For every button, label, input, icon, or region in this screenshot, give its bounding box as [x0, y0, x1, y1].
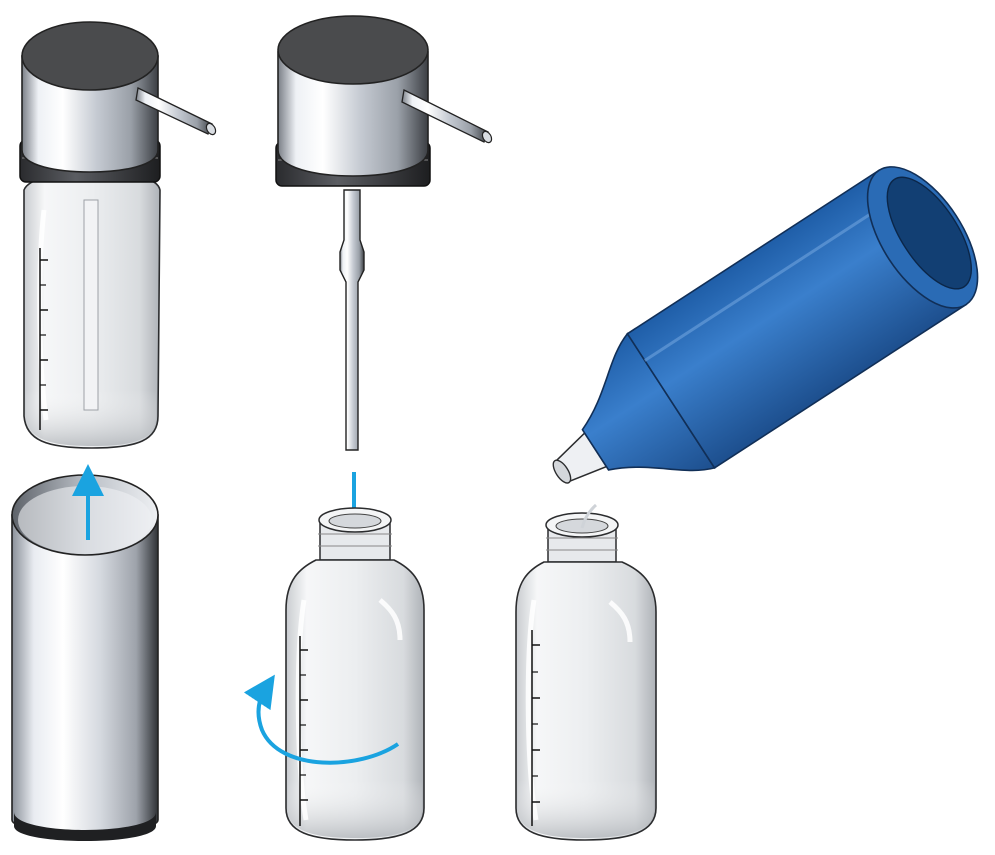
step-1-group: [12, 22, 217, 841]
step-2-group: [259, 16, 494, 840]
step-3-group: [513, 149, 995, 840]
graduated-bottle-step3: [516, 513, 656, 840]
pump-head-step1: [20, 22, 217, 182]
graduated-bottle-step1: [24, 174, 160, 448]
metal-sleeve: [12, 475, 158, 841]
graduated-bottle-step2: [286, 508, 424, 840]
pump-head-step2: [276, 16, 493, 450]
blue-refill-bottle: [513, 149, 995, 542]
